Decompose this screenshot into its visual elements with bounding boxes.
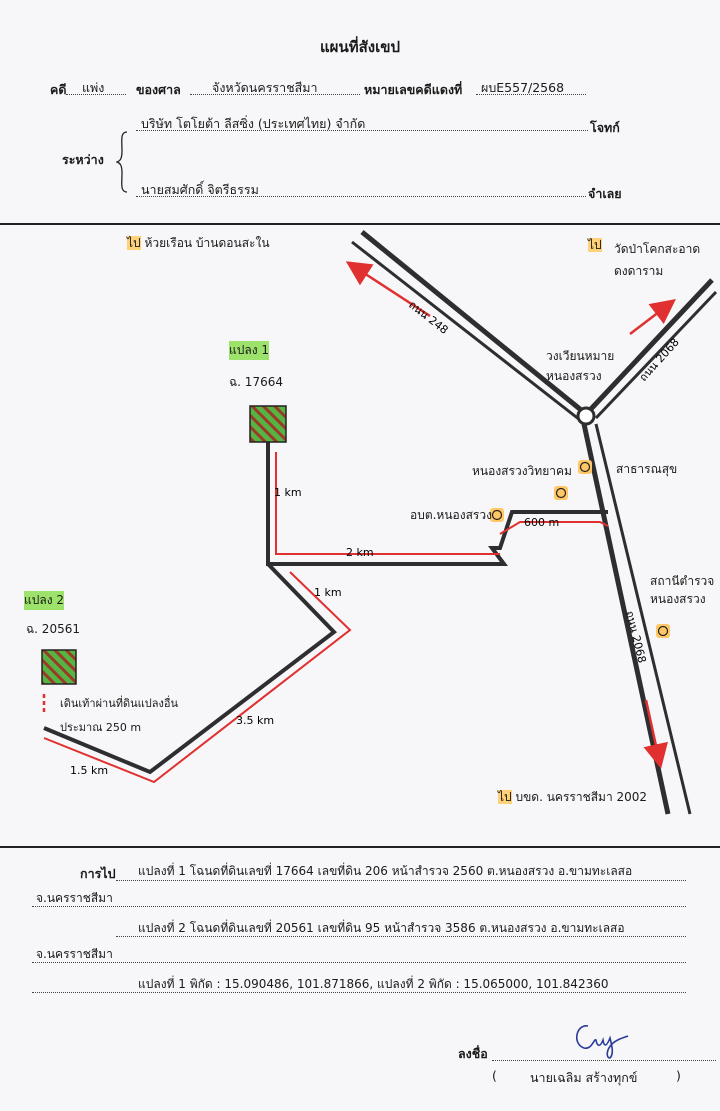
top-right-destination: วัดป่าโคกสะอาด ดงดาราม (614, 242, 701, 278)
defendant-name: นายสมศักดิ์ จิตรีธรรม (141, 182, 259, 197)
document-title: แผนที่สังเขป (320, 38, 400, 56)
roundabout-label: วงเวียนหมาย หนองสรวง (546, 349, 615, 383)
signer-close-paren: ) (676, 1068, 681, 1083)
case-number: ผบE557/2568 (481, 80, 565, 95)
plot-2-marker (41, 649, 77, 685)
top-left-direction: ไป ห้วยเรือน บ้านดอนสะใน (127, 234, 270, 253)
road-2068-lower-label: ถนน 2068 (623, 610, 648, 665)
header-divider (0, 223, 720, 225)
plaintiff-label: โจทก์ (590, 120, 620, 135)
signer-name: นายเฉลิม สร้างทุกข์ (530, 1070, 638, 1085)
plot-2-label: แปลง 2 (24, 591, 65, 610)
directions-line-2: แปลงที่ 2 โฉนดที่ดินเลขที่ 20561 เลขที่ด… (138, 921, 625, 935)
route-to-plot1 (266, 438, 608, 566)
arrow-to-top-left (345, 261, 431, 318)
top-left-destination: ห้วยเรือน บ้านดอนสะใน (144, 236, 270, 250)
footer-dots (32, 992, 686, 993)
case-label: คดี (50, 82, 67, 97)
footer-dots (116, 880, 686, 881)
arrow-1km-2km (275, 452, 500, 555)
go-label: ไป (498, 790, 512, 804)
distance-label: 1 km (314, 586, 342, 599)
go-label: ไป (127, 236, 141, 250)
defendant-dots (136, 196, 586, 197)
footer-dots (32, 962, 686, 963)
landmark-health-label: สาธารณสุข (616, 462, 678, 476)
case-number-dots (476, 94, 586, 95)
directions-label: การไป (80, 866, 116, 881)
signature-dots (492, 1060, 716, 1061)
roundabout-icon (576, 406, 596, 426)
bottom-destination: บขด. นครราชสีมา 2002 (515, 790, 648, 804)
case-dots (66, 94, 126, 95)
case-type: แพ่ง (82, 80, 105, 95)
arrow-plot2-route (43, 571, 352, 784)
footer-dots (116, 936, 686, 937)
route-map: ถนน 248 ถนน 2068 ถนน 2068 1 km 2 km 600 … (41, 230, 718, 815)
walk-note-1: เดินเท้าผ่านที่ดินแปลงอื่น (60, 697, 178, 710)
arrow-600m (499, 521, 609, 535)
landmark-police-label: สถานีตำรวจ หนองสรวง (650, 574, 715, 606)
signature-image (576, 1025, 629, 1059)
landmark-abt-label: อบต.หนองสรวง (410, 508, 492, 522)
plot-1-marker (249, 405, 287, 443)
walk-note-2: ประมาณ 250 m (60, 721, 142, 734)
plaintiff-dots (136, 130, 588, 131)
directions-line-2-cont: จ.นครราชสีมา (36, 947, 113, 961)
court-name: จังหวัดนครราชสีมา (212, 80, 318, 95)
case-number-label: หมายเลขคดีแดงที่ (364, 82, 463, 97)
bottom-direction: ไป บขด. นครราชสีมา 2002 (498, 788, 647, 807)
defendant-label: จำเลย (588, 186, 622, 201)
top-right-direction: ไป (588, 236, 602, 255)
map-divider (0, 846, 720, 848)
plaintiff-name: บริษัท โตโยต้า ลีสซิ่ง (ประเทศไทย) จำกัด (141, 116, 366, 131)
directions-line-1-cont: จ.นครราชสีมา (36, 891, 113, 905)
landmark-school-label: หนองสรวงวิทยาคม (472, 464, 572, 478)
road-248-label: ถนน 248 (406, 298, 450, 337)
plot-1-deed: ฉ. 17664 (229, 375, 283, 389)
plot-2-deed: ฉ. 20561 (26, 622, 80, 636)
between-label: ระหว่าง (62, 152, 104, 167)
plot-1-label: แปลง 1 (229, 341, 270, 360)
route-to-plot2 (43, 562, 338, 775)
road-2068-north (588, 278, 718, 420)
distance-label: 1 km (274, 486, 302, 499)
go-label: ไป (588, 238, 602, 252)
arrow-to-bottom (643, 699, 668, 769)
court-dots (190, 94, 360, 95)
distance-label: 1.5 km (70, 764, 108, 777)
sign-label: ลงชื่อ (458, 1046, 488, 1061)
distance-label: 3.5 km (236, 714, 274, 727)
distance-label: 600 m (524, 516, 559, 529)
directions-line-1: แปลงที่ 1 โฉนดที่ดินเลขที่ 17664 เลขที่ด… (138, 864, 633, 878)
signer-open-paren: ( (492, 1068, 497, 1083)
brace-icon (116, 131, 128, 193)
landmark-marker (490, 460, 670, 638)
distance-label: 2 km (346, 546, 374, 559)
footer-dots (32, 906, 686, 907)
road-2068-upper-label: ถนน 2068 (637, 336, 682, 384)
arrow-to-top-right (629, 298, 676, 335)
road-248 (351, 230, 588, 422)
coordinates-line: แปลงที่ 1 พิกัด : 15.090486, 101.871866,… (138, 977, 609, 991)
court-label: ของศาล (136, 82, 181, 97)
